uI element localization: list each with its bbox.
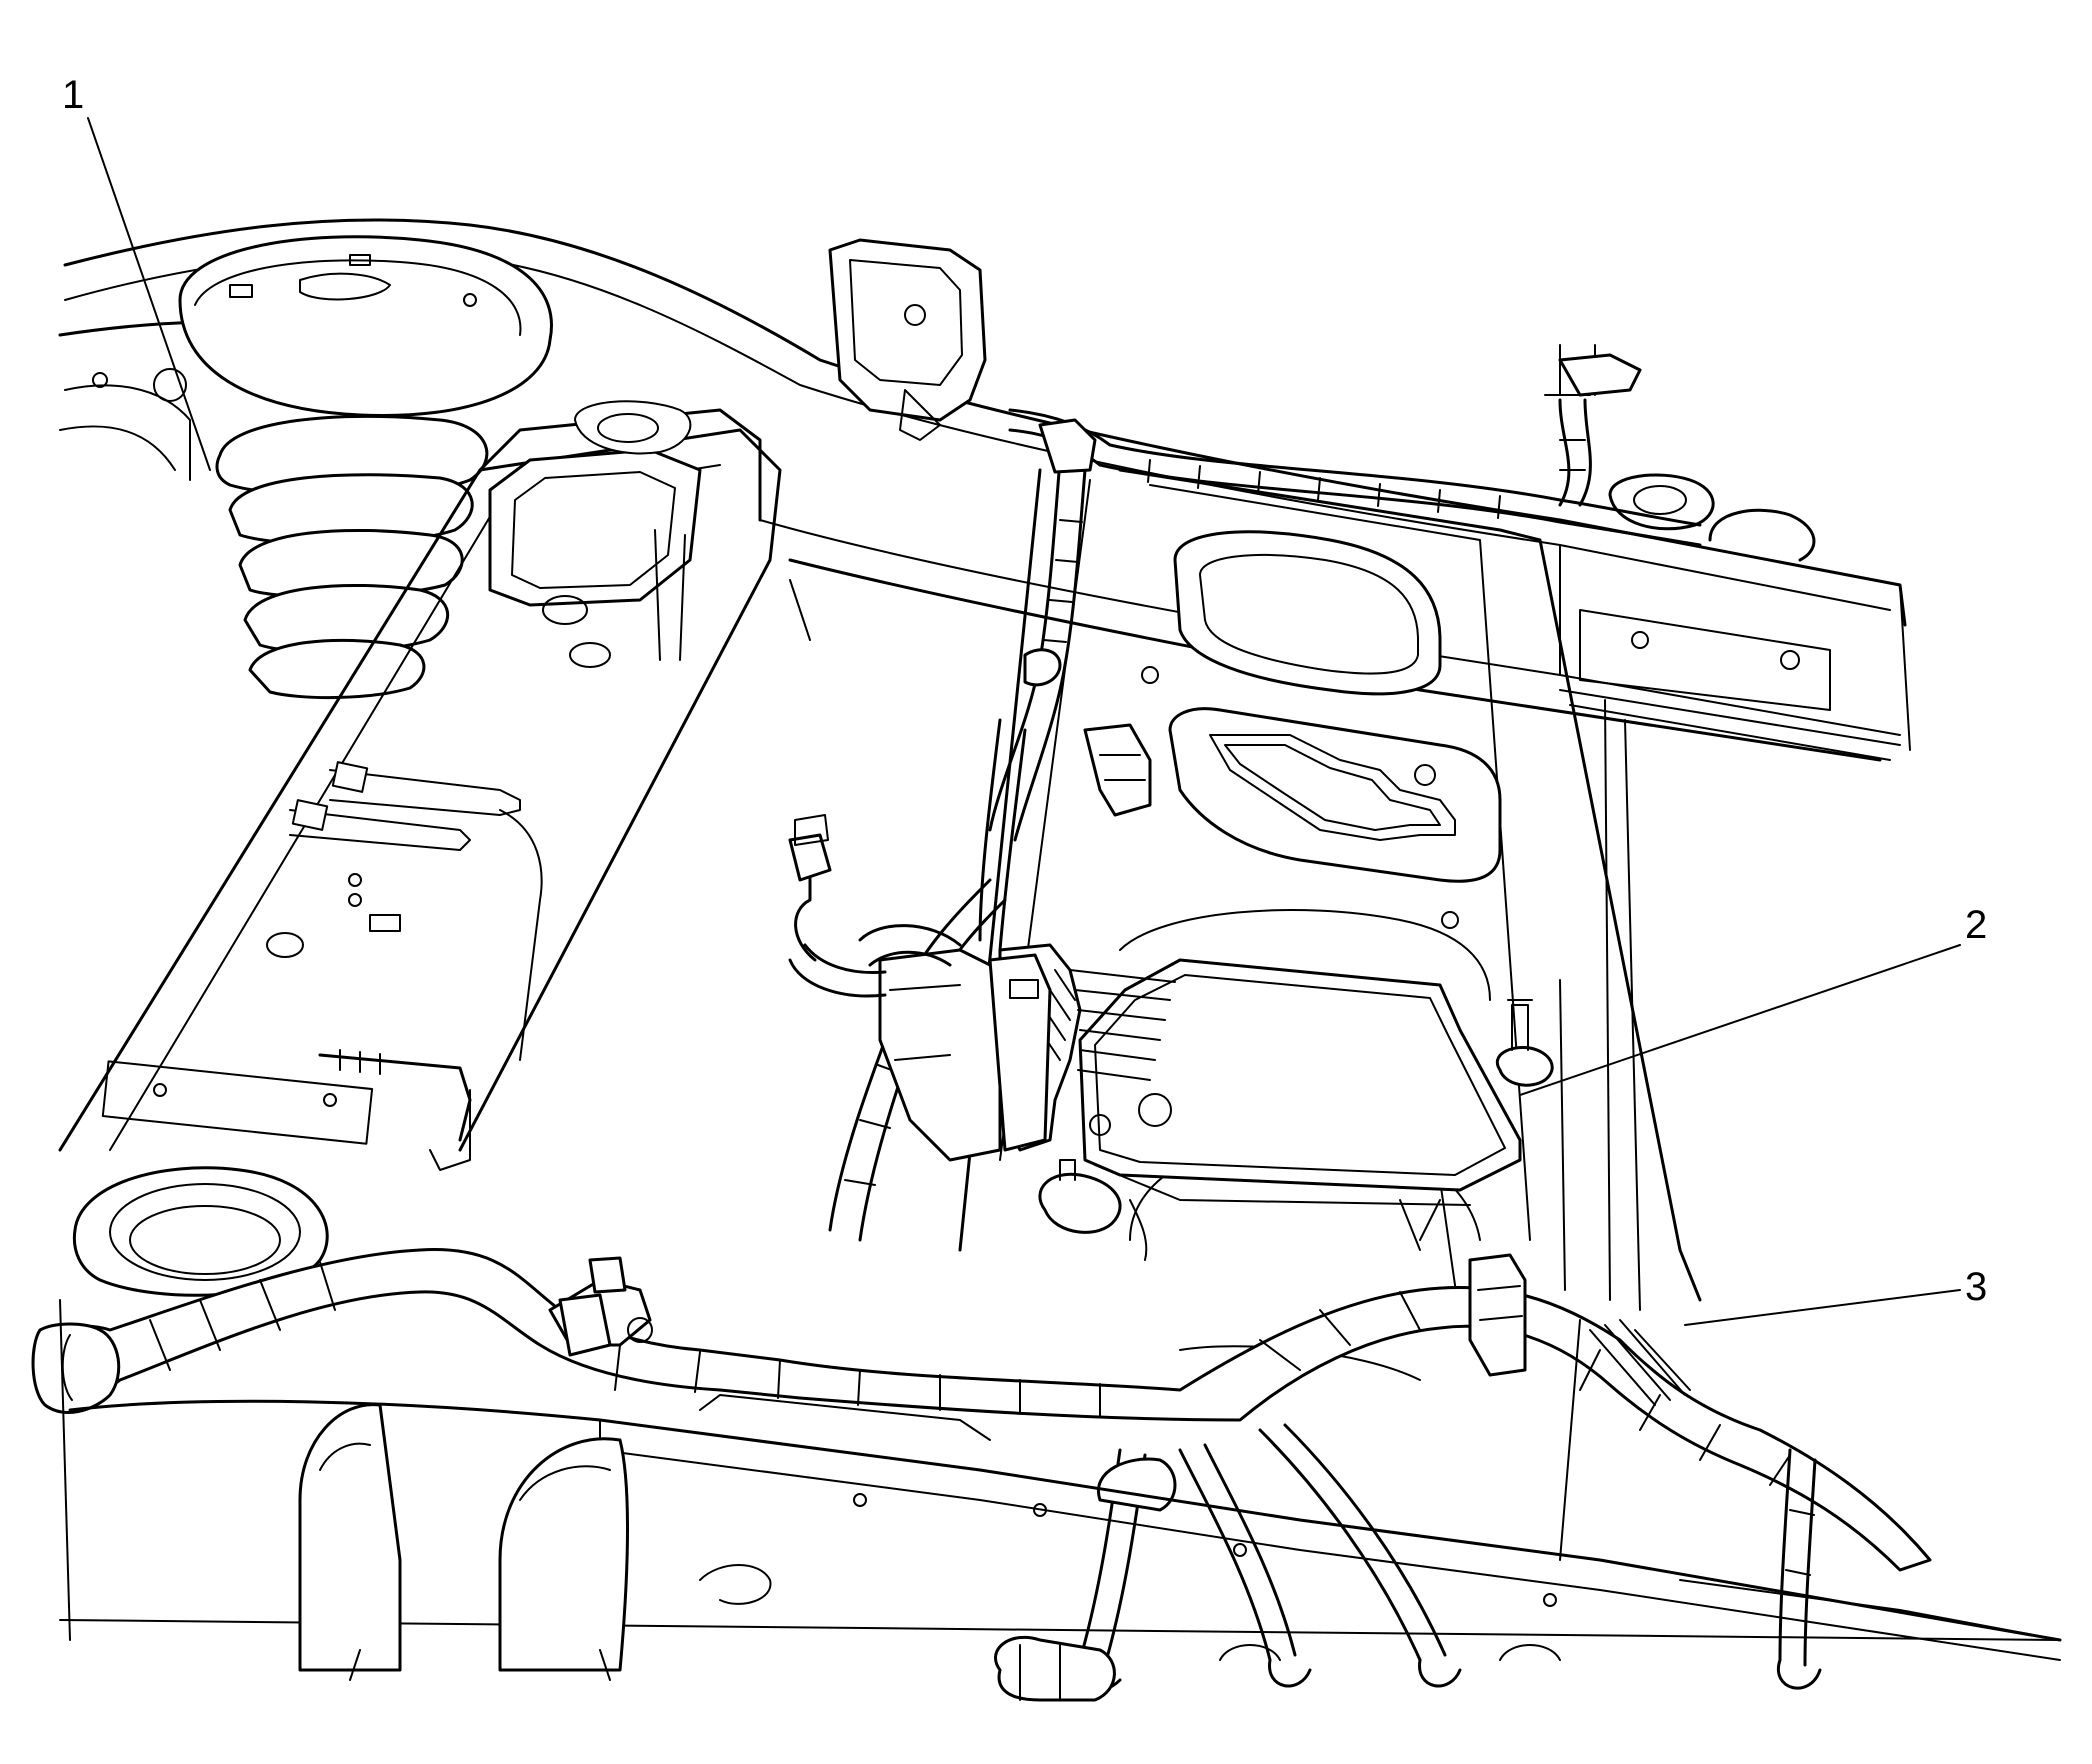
- callout-leaders: [87, 117, 1961, 1326]
- rear-floor-panel: [958, 468, 1702, 1381]
- center-bracket: [789, 238, 1816, 641]
- control-module: [788, 814, 1554, 1261]
- callout-1-label: 1: [62, 73, 84, 117]
- left-frame-rail: [58, 400, 782, 1297]
- main-wiring-harness: [31, 1248, 1932, 1702]
- callout-2-label: 2: [1965, 903, 1987, 947]
- upper-wiring-harness: [828, 398, 1702, 1242]
- lower-frame-and-bumper: [59, 1299, 2062, 1681]
- left-spring-seat-and-coil-spring: [59, 235, 553, 700]
- callout-3-label: 3: [1965, 1265, 1987, 1309]
